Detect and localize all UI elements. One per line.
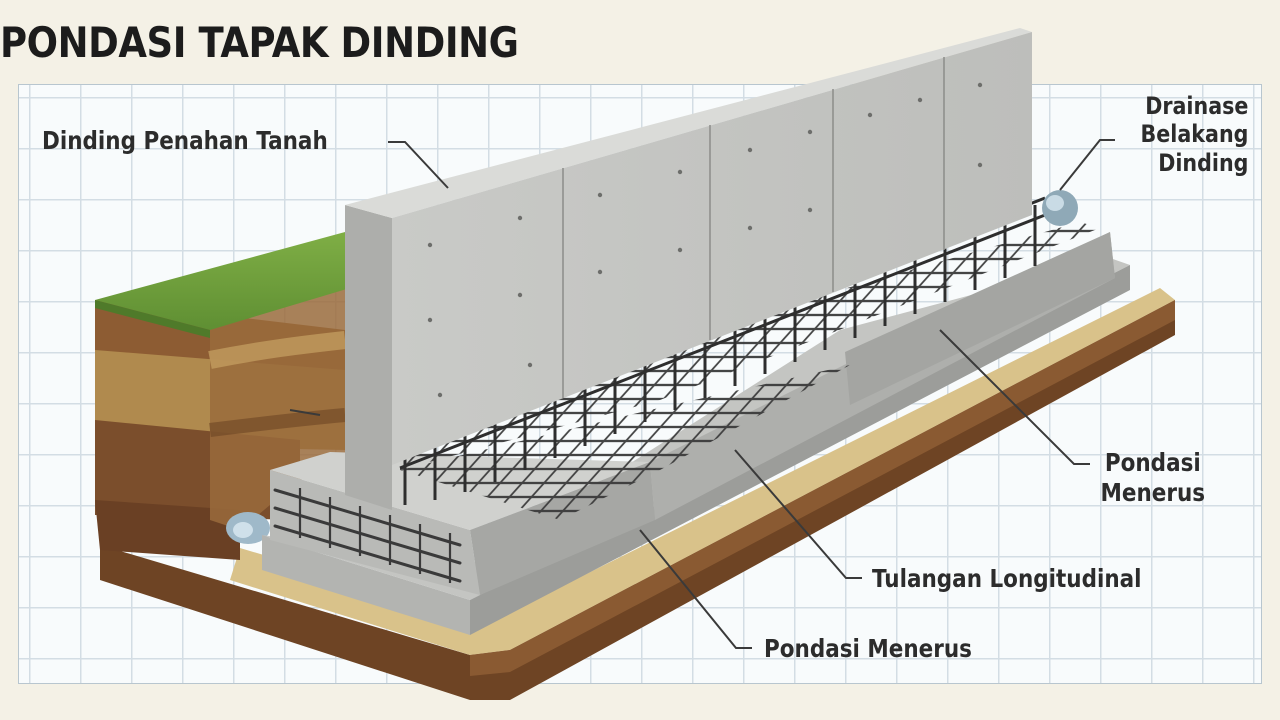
label-continuous-foundation-right: Pondasi Menerus bbox=[1101, 448, 1206, 507]
label-back-drainage: Drainase Belakang Dinding bbox=[1140, 92, 1248, 177]
grass-top bbox=[95, 232, 350, 330]
label-continuous-foundation-right-line1: Pondasi bbox=[1104, 448, 1201, 477]
label-back-drainage-line1: Drainase bbox=[1144, 92, 1248, 120]
label-retaining-wall: Dinding Penahan Tanah bbox=[42, 126, 328, 155]
drainage-pipe bbox=[1042, 190, 1078, 226]
page-title: PONDASI TAPAK DINDING bbox=[0, 18, 519, 67]
label-longitudinal-rebar: Tulangan Longitudinal bbox=[872, 564, 1142, 593]
retaining-wall bbox=[345, 28, 1032, 510]
label-back-drainage-line3: Dinding bbox=[1157, 148, 1248, 177]
leader-lines bbox=[289, 139, 1115, 649]
rebar-mesh bbox=[399, 196, 1100, 520]
soil-block bbox=[95, 232, 1175, 700]
label-continuous-foundation-right-line2: Menerus bbox=[1100, 477, 1206, 507]
label-continuous-foundation-bottom: Pondasi Menerus bbox=[764, 634, 972, 663]
label-back-drainage-line2: Belakang bbox=[1140, 120, 1248, 149]
